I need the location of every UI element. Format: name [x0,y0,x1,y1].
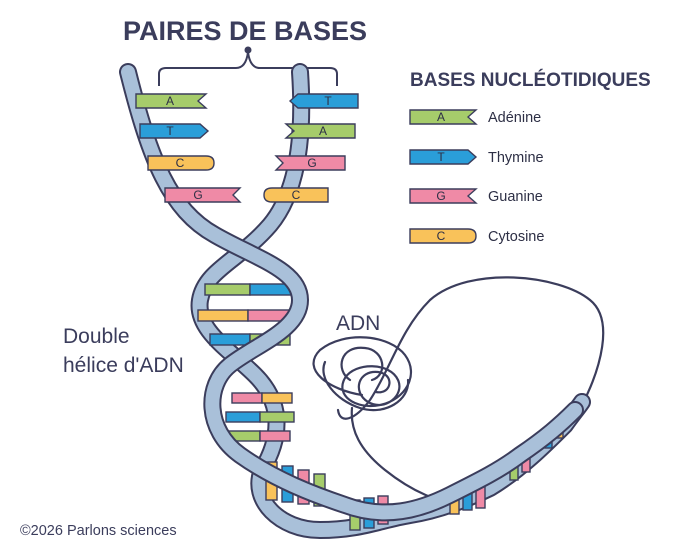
svg-text:G: G [436,189,445,203]
helix-rung [231,392,293,404]
svg-text:Adénine: Adénine [488,110,541,126]
svg-text:T: T [166,124,174,138]
svg-text:C: C [437,229,446,243]
svg-text:Cytosine: Cytosine [488,229,544,245]
base-right-1: T [288,93,359,109]
svg-text:T: T [324,94,332,108]
copyright-text: ©2026 Parlons sciences [20,523,177,539]
base-left-2: T [139,123,210,139]
legend-item-cytosine: C Cytosine [409,228,544,245]
legend-title: BASES NUCLÉOTIDIQUES [410,69,651,91]
right-bases: T A G C [263,93,359,203]
dna-label: ADN [336,312,380,335]
double-helix-label-line1: Double [63,325,130,348]
svg-text:Thymine: Thymine [488,150,544,166]
svg-text:A: A [437,110,445,124]
double-helix-label-line2: hélice d'ADN [63,354,184,377]
legend-item-thymine: T Thymine [409,149,544,166]
svg-text:Guanine: Guanine [488,189,543,205]
base-left-1: A [135,93,208,109]
left-bases: A T C G [135,93,242,203]
helix-rung [225,411,295,423]
base-pairs-title: PAIRES DE BASES [123,16,367,46]
svg-text:C: C [176,156,185,170]
svg-text:A: A [319,124,327,138]
legend: BASES NUCLÉOTIDIQUES A Adénine T Thymine… [409,69,651,245]
base-right-4: C [263,187,329,203]
helix-rung [204,283,296,296]
base-left-3: C [147,155,215,171]
svg-text:C: C [292,188,301,202]
base-right-3: G [274,155,346,171]
svg-text:T: T [437,150,445,164]
base-right-2: A [284,123,356,139]
svg-text:G: G [193,188,202,202]
title-bracket [158,51,338,86]
svg-text:G: G [307,156,316,170]
legend-item-adenine: A Adénine [409,109,541,126]
legend-item-guanine: G Guanine [409,188,543,205]
svg-text:A: A [166,94,174,108]
dna-coil [312,276,605,507]
bracket-dot [244,46,252,54]
dna-strand-front-fill [121,65,582,520]
base-left-4: G [164,187,242,203]
